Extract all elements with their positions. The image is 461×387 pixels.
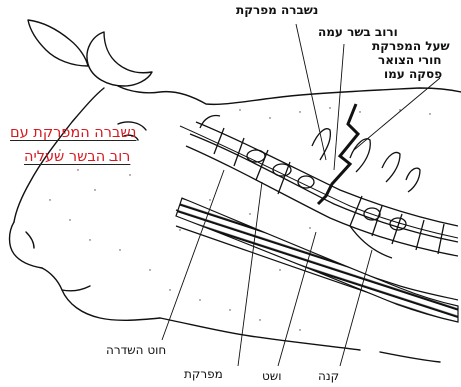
label-spinal-cord: חוט השדרה [106, 344, 166, 356]
label-side-line3: פסקה עמו [384, 68, 442, 80]
label-broken-vertebra: נשברה מפרקת [236, 4, 318, 16]
caption-line2: רוב הבשר שעליה [24, 150, 130, 165]
spinal-column [186, 116, 458, 259]
label-trachea: קנה [318, 370, 339, 382]
label-side-line1: שעל המפרקת [372, 40, 450, 52]
label-esophagus: ושט [262, 370, 282, 382]
label-most-flesh: ורוב בשר עמה [318, 26, 398, 38]
caption-line1: נשברה המפרקת עם [10, 126, 136, 141]
label-side-line2: חורי הצואר [378, 54, 441, 66]
label-vertebra: מפרקת [184, 368, 223, 380]
trachea [176, 198, 458, 322]
